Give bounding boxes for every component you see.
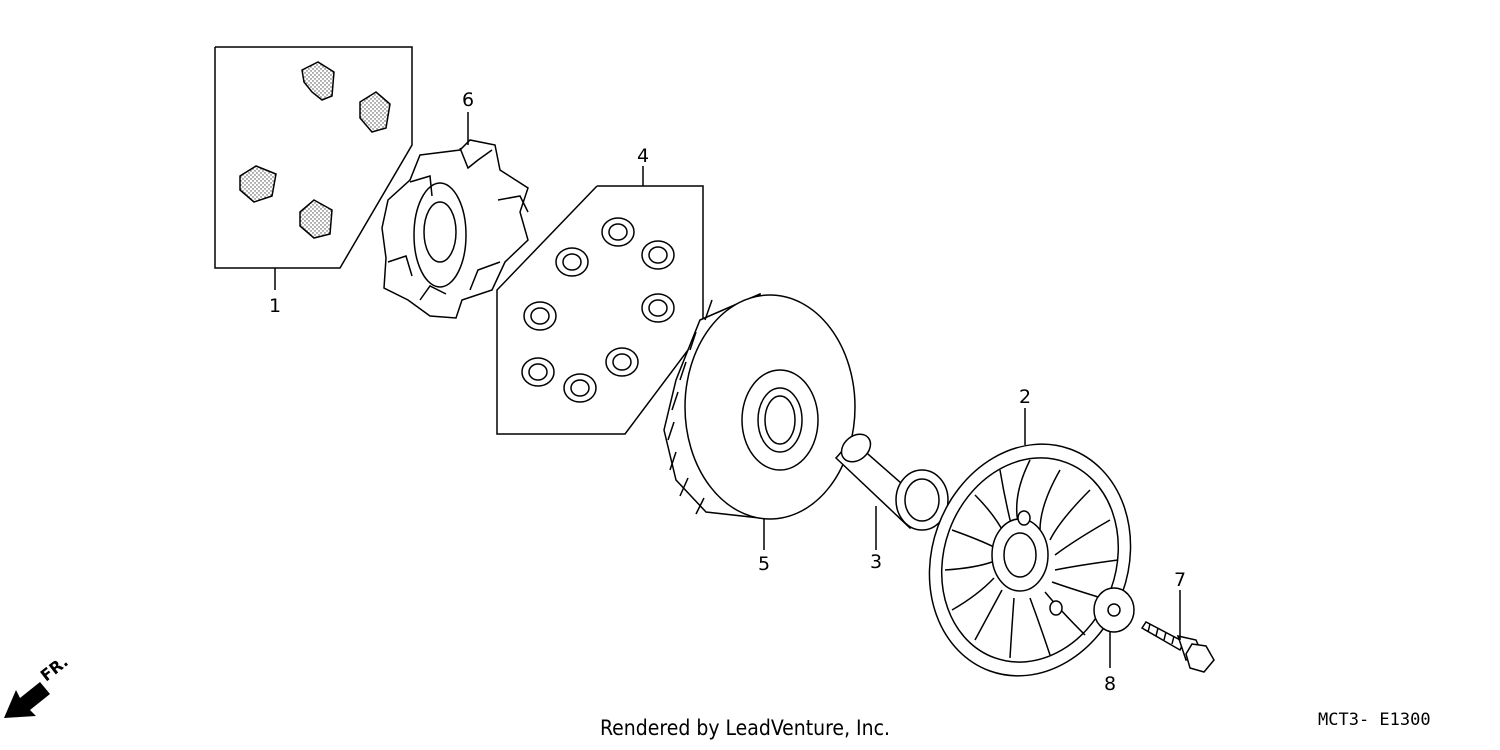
drive-face <box>928 443 1132 677</box>
callout-1: 1 <box>269 295 281 317</box>
roller-weight <box>521 217 675 403</box>
slider-piece <box>239 61 391 239</box>
callout-5: 5 <box>758 553 770 575</box>
movable-drive-face <box>663 292 856 520</box>
callout-8: 8 <box>1104 673 1116 695</box>
flange-bolt <box>1140 621 1215 673</box>
ramp-plate <box>381 139 529 319</box>
diagram-code: MCT3- E1300 <box>1318 710 1431 730</box>
callout-3: 3 <box>870 551 882 573</box>
slider-set-group <box>214 46 413 290</box>
front-direction-arrow: FR. <box>4 652 72 718</box>
callout-2: 2 <box>1019 386 1031 408</box>
drive-pulley-collar <box>834 433 949 531</box>
roller-set-group <box>496 166 704 435</box>
callout-7: 7 <box>1174 569 1186 591</box>
callout-4: 4 <box>637 145 649 167</box>
callout-6: 6 <box>462 89 474 111</box>
render-credit: Rendered by LeadVenture, Inc. <box>600 716 890 740</box>
front-direction-label: FR. <box>37 652 72 685</box>
washer <box>1093 587 1135 633</box>
